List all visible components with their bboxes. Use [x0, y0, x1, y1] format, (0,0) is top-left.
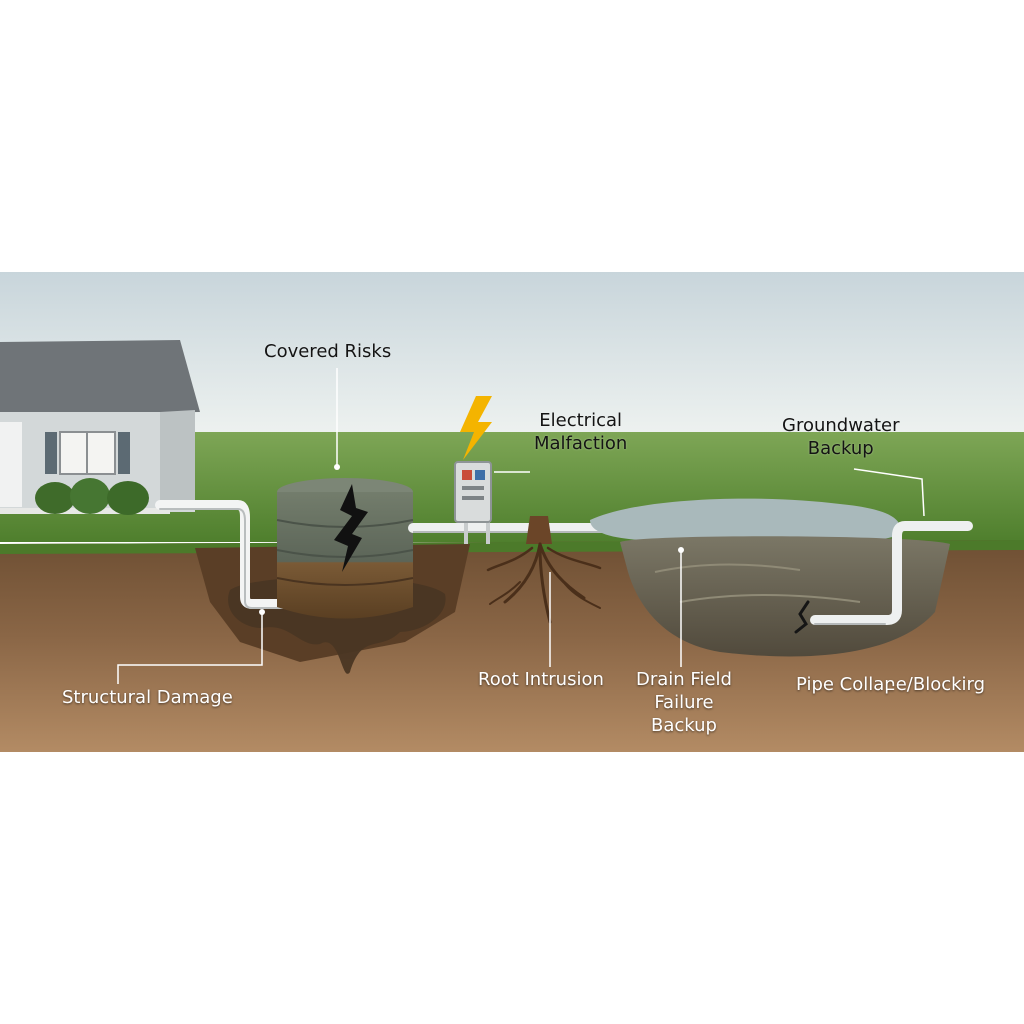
label-electrical-malfaction: Electrical Malfaction: [534, 409, 627, 455]
drain-field-pond: [590, 498, 950, 657]
label-groundwater-line-2: Backup: [807, 438, 874, 459]
leader-lines: [117, 368, 925, 684]
collapsed-pipe: [794, 521, 973, 634]
shrubs: [35, 478, 149, 515]
marker-dot: [334, 464, 340, 470]
marker-dot: [259, 609, 265, 615]
label-electrical-line-2: Malfaction: [534, 433, 628, 454]
septic-tank: [276, 478, 414, 619]
crack-icon: [334, 484, 368, 572]
label-drain-line-1: Drain Field: [636, 669, 732, 690]
label-drain-field-failure: Drain Field Failure Backup: [636, 668, 732, 737]
label-groundwater-line-1: Groundwater: [782, 415, 900, 436]
label-root-intrusion: Root Intrusion: [478, 669, 604, 690]
label-pipe-collapse: Pipe Collaբe/Blockirg: [796, 674, 986, 695]
tree-stump-roots: [486, 516, 602, 624]
septic-system-scene: [0, 272, 1024, 752]
label-electrical-line-1: Electrical: [539, 410, 623, 431]
label-drain-line-2: Failure: [654, 692, 714, 713]
label-structural-damage: Structural Damage: [62, 687, 233, 708]
inlet-pipe: [155, 500, 290, 609]
label-covered-risks: Covered Risks: [264, 341, 392, 362]
lightning-bolt-icon: [460, 396, 492, 460]
label-drain-line-3: Backup: [650, 715, 717, 736]
marker-dot: [678, 547, 684, 553]
label-groundwater-backup: Groundwater Backup: [782, 414, 900, 460]
electrical-control-box: [454, 461, 492, 544]
